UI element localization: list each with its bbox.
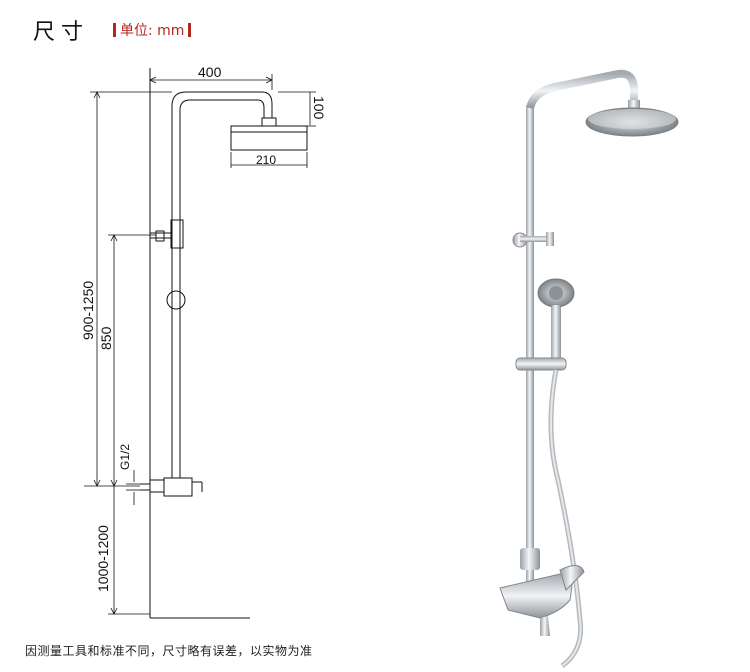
unit-bar-left: [113, 23, 116, 37]
arm-outer: [171, 91, 273, 118]
dim-floor-height: 1000-1200: [95, 525, 111, 592]
dim-height-fixed: 850: [98, 326, 114, 350]
product-photo: [499, 69, 679, 669]
unit-bar-right: [188, 23, 192, 37]
mixer-body: [163, 477, 193, 497]
dim-height-range: 900-1250: [80, 281, 96, 340]
section-title: 尺寸: [33, 20, 90, 45]
unit-text: 单位: mm: [120, 23, 185, 39]
unit-label: 单位: mm: [113, 20, 192, 40]
slider-knob: [166, 290, 186, 310]
footnote: 因测量工具和标准不同，尺寸略有误差，以实物为准: [25, 644, 313, 658]
arm-inner: [179, 99, 265, 118]
dim-head-drop: 100: [311, 96, 327, 120]
head-body: [230, 131, 308, 151]
head-connector: [261, 117, 277, 127]
dim-head-width: 210: [256, 153, 276, 167]
head-top: [230, 125, 308, 133]
holder-bracket: [170, 219, 184, 249]
dim-thread: G1/2: [118, 444, 132, 470]
dim-arm: 400: [198, 64, 222, 80]
